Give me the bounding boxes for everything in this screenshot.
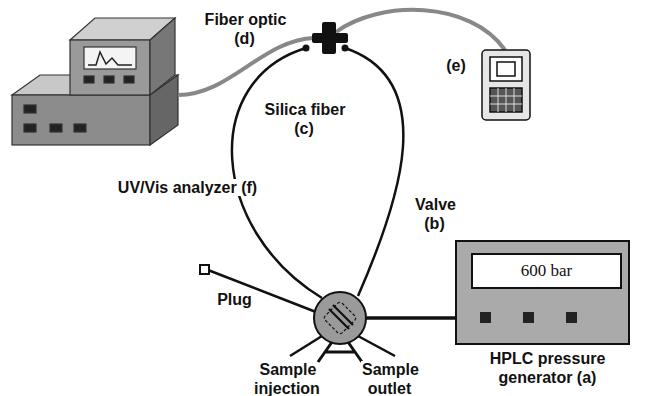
hplc-body <box>456 241 629 344</box>
label-text: Silica fiber (c) <box>264 101 346 137</box>
silica-fiber <box>345 48 403 296</box>
display-text: 600 bar <box>473 255 620 287</box>
hplc-button <box>523 312 534 323</box>
label-text: (e) <box>445 57 467 74</box>
label-text: Valve (b) <box>414 196 456 232</box>
hplc-button <box>480 312 491 323</box>
sample-line <box>290 336 322 356</box>
label-text: UV/Vis analyzer (f) <box>117 179 258 196</box>
sample-line <box>358 336 395 356</box>
pressure-display: 600 bar <box>471 253 622 289</box>
plug-symbol <box>200 265 209 274</box>
part-label: Silica fiber (c) <box>252 100 357 138</box>
label-text: Sample outlet <box>361 361 419 396</box>
device-label: HPLC pressure generator (a) <box>465 349 630 387</box>
label-text: Fiber optic (d) <box>204 11 287 47</box>
uv-vis-analyzer <box>12 18 178 145</box>
hplc-button <box>566 312 577 323</box>
label-text: Plug <box>216 291 253 308</box>
silica-fiber <box>232 48 322 298</box>
label-text: Sample injection <box>254 361 321 396</box>
part-label: Sample injection <box>245 360 330 396</box>
pressure-generator-box: HPLC pressure generator (a)600 bar <box>455 240 630 345</box>
part-label: Sample outlet <box>350 360 430 396</box>
plug-line <box>208 270 316 312</box>
pressure-line <box>366 316 455 320</box>
part-label: Fiber optic (d) <box>195 10 295 48</box>
part-label: Plug <box>212 290 257 309</box>
part-label: Valve (b) <box>405 195 465 233</box>
part-label: UV/Vis analyzer (f) <box>100 178 275 197</box>
optic-cable <box>336 10 505 50</box>
valve-symbol <box>314 292 366 344</box>
handheld-meter <box>482 50 530 120</box>
cross-connector <box>303 22 349 54</box>
part-label: (e) <box>436 56 476 75</box>
